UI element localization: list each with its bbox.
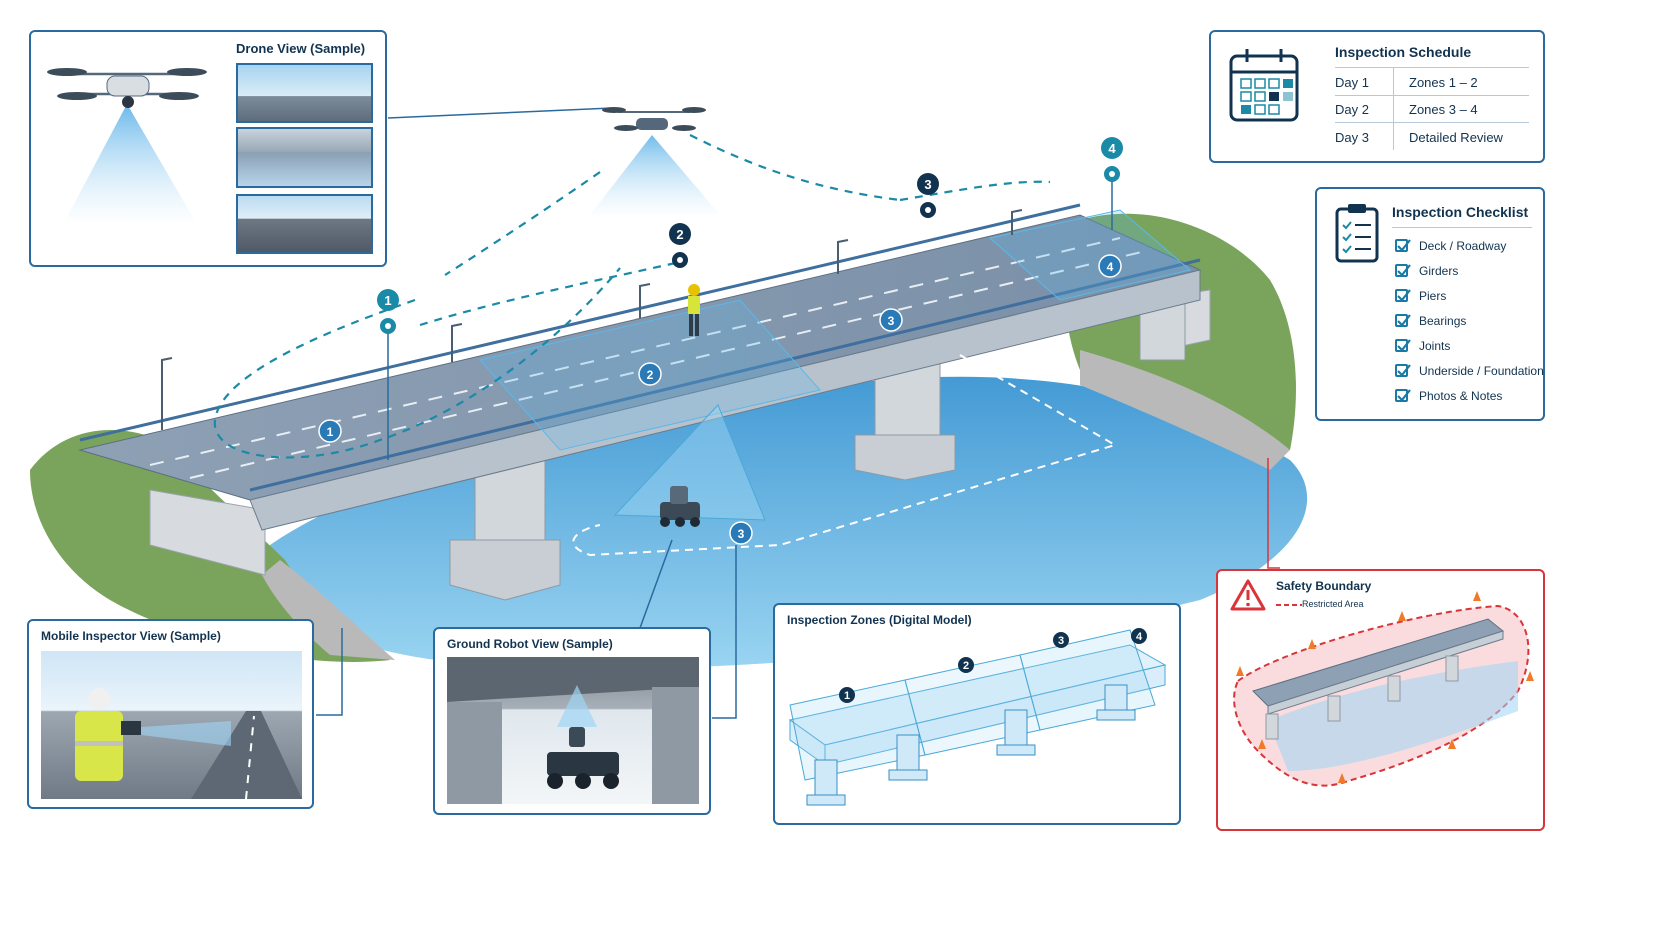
mobile-sample-image — [41, 651, 302, 799]
safety-title: Safety Boundary — [1276, 579, 1372, 593]
schedule-day-1: Day 1 — [1335, 75, 1369, 90]
svg-text:1: 1 — [844, 690, 850, 702]
connector-robot-2 — [712, 545, 737, 719]
schedule-day-2: Day 2 — [1335, 102, 1369, 117]
safety-boundary-map — [1233, 591, 1534, 787]
svg-text:2: 2 — [647, 368, 654, 382]
ground-robot-icon — [660, 486, 700, 527]
waypoint-pin-2: 2 — [669, 223, 691, 268]
svg-text:3: 3 — [738, 527, 745, 541]
svg-text:3: 3 — [888, 314, 895, 328]
waypoint-label-3: 3 — [924, 177, 931, 192]
model-marker-3: 3 — [1053, 632, 1069, 648]
warning-icon — [1230, 579, 1266, 611]
checkbox-girders[interactable] — [1395, 264, 1411, 277]
pier-2 — [854, 359, 956, 481]
checkbox-piers[interactable] — [1395, 289, 1411, 302]
schedule-title: Inspection Schedule — [1335, 44, 1472, 60]
schedule-zones-3: Detailed Review — [1409, 130, 1503, 145]
drone-view-panel: Drone View (Sample) — [29, 30, 387, 267]
inspector-person-icon — [688, 284, 700, 336]
safety-boundary-panel: Safety Boundary Restricted Area — [1216, 569, 1545, 831]
drone-view-title: Drone View (Sample) — [236, 41, 366, 56]
checklist-item-bearings: Bearings — [1419, 314, 1467, 328]
connector-safety — [1267, 458, 1280, 569]
checkbox-underside[interactable] — [1395, 364, 1411, 377]
mobile-view-title: Mobile Inspector View (Sample) — [41, 629, 221, 643]
checkbox-deck[interactable] — [1395, 239, 1411, 252]
zone-badge-4: 4 — [1098, 254, 1122, 278]
schedule-day-3: Day 3 — [1335, 130, 1369, 145]
mobile-inspector-panel: Mobile Inspector View (Sample) — [27, 619, 314, 809]
inspection-schedule-panel: Inspection Schedule Day 1 Zones 1 – 2 Da… — [1209, 30, 1545, 163]
checkbox-joints[interactable] — [1395, 339, 1411, 352]
schedule-zones-2: Zones 3 – 4 — [1409, 102, 1478, 117]
drone-sample-image-1 — [236, 63, 373, 123]
inspection-zones-panel: Inspection Zones (Digital Model) 1 2 3 4 — [773, 603, 1181, 825]
bridge-deck-side — [249, 269, 1201, 531]
svg-text:4: 4 — [1136, 631, 1143, 643]
zone-badge-3: 3 — [879, 308, 903, 332]
right-rocks — [1080, 350, 1290, 470]
inspection-checklist-panel: Inspection Checklist Deck / Roadway Gird… — [1315, 187, 1545, 421]
svg-text:3: 3 — [1058, 635, 1064, 647]
robot-view-title: Ground Robot View (Sample) — [447, 637, 613, 651]
schedule-zones-1: Zones 1 – 2 — [1409, 75, 1478, 90]
left-rocks — [262, 560, 395, 660]
waypoint-label-2: 2 — [676, 227, 683, 242]
checklist-item-girders: Girders — [1419, 264, 1459, 278]
inspection-boundary-path — [572, 354, 1118, 557]
inspector-figure-icon — [75, 688, 302, 799]
zones-model-title: Inspection Zones (Digital Model) — [787, 613, 972, 627]
street-lights — [161, 209, 1023, 430]
checkbox-bearings[interactable] — [1395, 314, 1411, 327]
drone-sample-image-2 — [236, 127, 373, 188]
zone-badge-1: 1 — [318, 419, 342, 443]
checkbox-photos[interactable] — [1395, 389, 1411, 402]
restricted-dash-icon — [1276, 604, 1302, 606]
model-marker-1: 1 — [839, 687, 855, 703]
scene-drone-icon — [602, 107, 706, 131]
safety-legend: Restricted Area — [1302, 599, 1364, 609]
pier-1 — [449, 459, 561, 601]
drone-scan-cone — [590, 135, 720, 215]
svg-text:2: 2 — [963, 660, 969, 672]
checklist-item-photos: Photos & Notes — [1419, 389, 1503, 403]
drone-dashed-route — [213, 134, 1051, 459]
waypoint-label-4: 4 — [1108, 141, 1116, 156]
drone-sample-image-3 — [236, 194, 373, 254]
svg-text:4: 4 — [1107, 260, 1114, 274]
robot-camera-icon — [447, 657, 699, 804]
robot-sample-image — [447, 657, 699, 804]
clipboard-icon — [1335, 204, 1379, 263]
checklist-item-joints: Joints — [1419, 339, 1451, 353]
checklist-item-piers: Piers — [1419, 289, 1447, 303]
svg-text:1: 1 — [327, 425, 334, 439]
zone-badge-2: 2 — [638, 362, 662, 386]
calendar-icon — [1229, 49, 1299, 122]
connector-mobile — [316, 628, 343, 716]
digital-model-diagram: 1 2 3 4 — [788, 628, 1167, 806]
drone-flight-path — [387, 107, 613, 119]
checklist-title: Inspection Checklist — [1392, 204, 1529, 220]
model-marker-4: 4 — [1131, 628, 1147, 644]
checklist-item-deck: Deck / Roadway — [1419, 239, 1507, 253]
waypoint-label-1: 1 — [384, 293, 391, 308]
model-marker-2: 2 — [958, 657, 974, 673]
drone-icon — [47, 68, 207, 221]
robot-zone-badge: 3 — [729, 521, 753, 545]
checklist-item-underside: Underside / Foundation — [1419, 364, 1544, 378]
connector-robot — [639, 539, 673, 629]
deck-zone-4 — [988, 209, 1192, 301]
left-abutment — [149, 489, 266, 576]
ground-robot-panel: Ground Robot View (Sample) — [433, 627, 711, 815]
waypoint-pin-3: 3 — [917, 173, 939, 218]
waypoint-pin-1: 1 — [377, 289, 399, 460]
waypoint-pin-4: 4 — [1101, 137, 1123, 230]
